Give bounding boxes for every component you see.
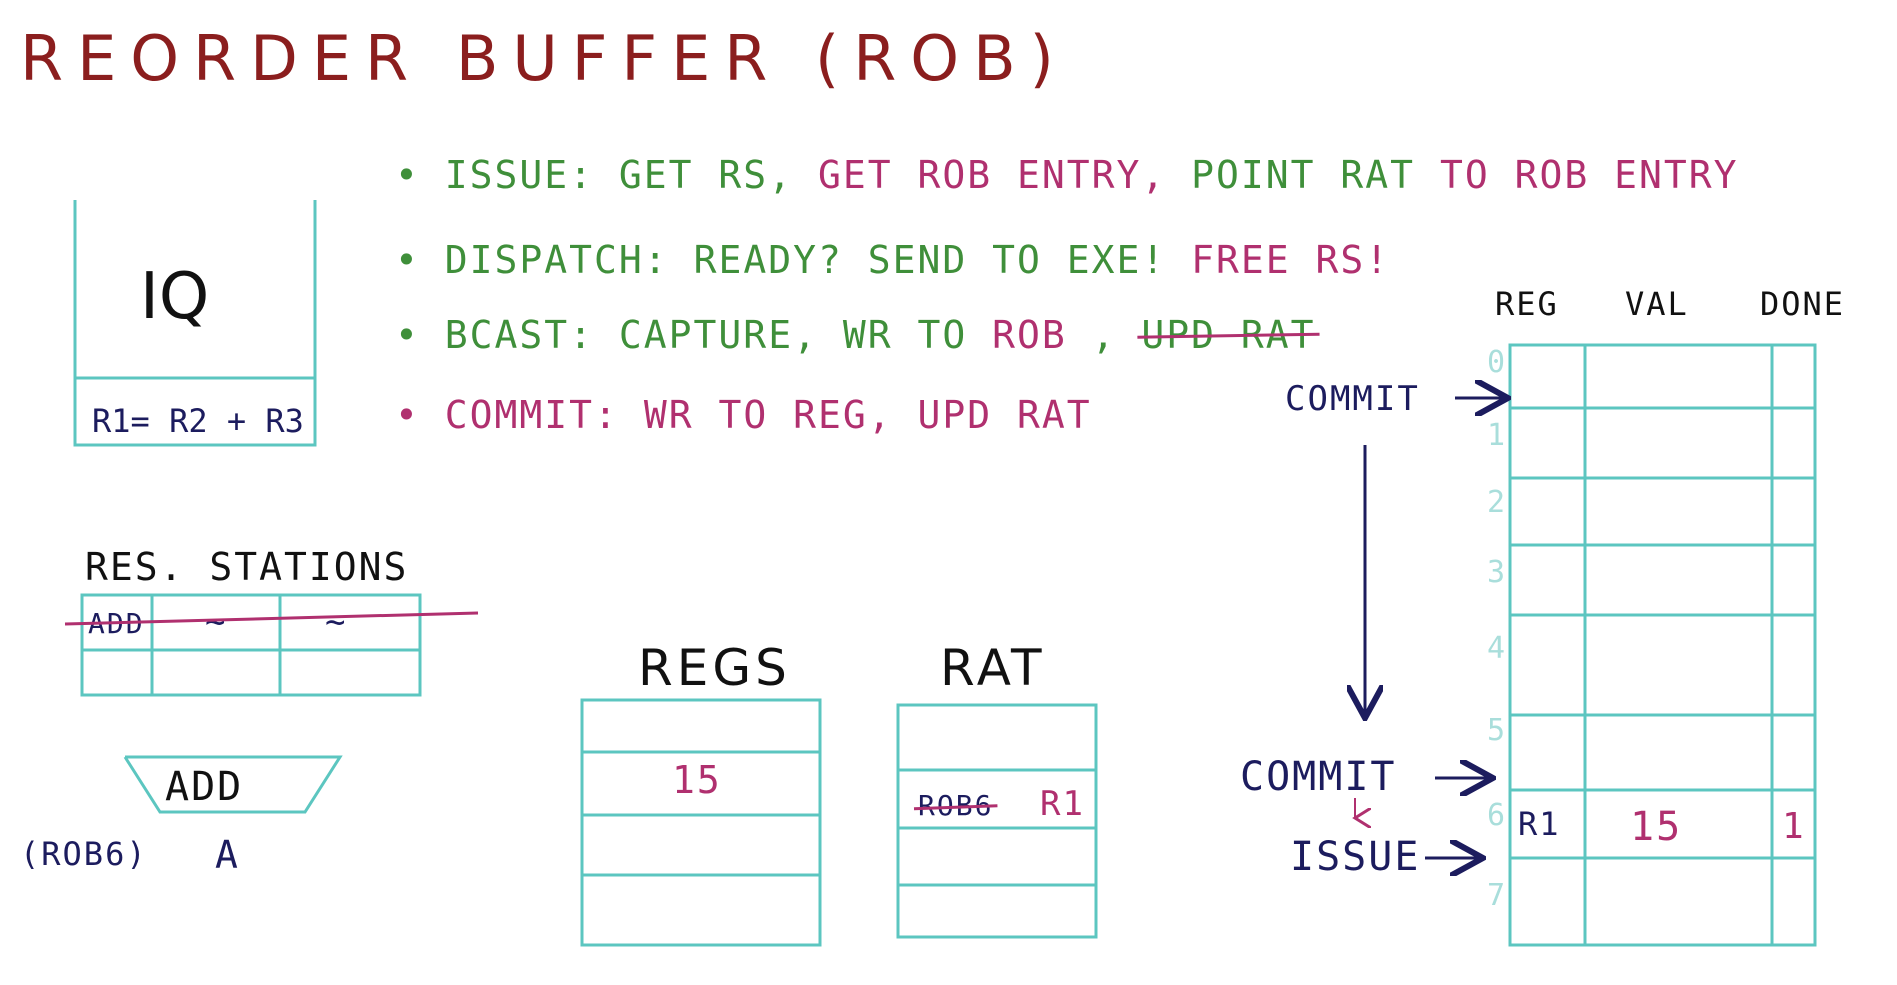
- iq-entry: R1= R2 + R3: [92, 402, 304, 440]
- rs-entry-3: ~: [325, 602, 347, 642]
- rob-slot-5: 5: [1487, 713, 1507, 748]
- reservation-stations: RES. STATIONS ADD ~ ~: [64, 545, 479, 697]
- step-dispatch: • DISPATCH: READY? SEND TO EXE! FREE RS!: [395, 238, 1390, 282]
- rat-value: R1: [1040, 784, 1085, 824]
- rat-table: RAT ROB6 R1: [896, 639, 1098, 939]
- iq-label: IQ: [140, 260, 209, 334]
- step-commit-name: COMMIT: [445, 393, 594, 437]
- regs-label: REGS: [638, 639, 791, 697]
- commit-pointer-old-label: COMMIT: [1285, 379, 1420, 419]
- rob-slot-4: 4: [1487, 631, 1507, 666]
- rs-strikethrough: [64, 611, 479, 626]
- rat-strikethrough: [913, 804, 998, 811]
- iq-box: IQ R1= R2 + R3: [73, 200, 317, 447]
- step-issue-part1: GET RS,: [619, 153, 793, 197]
- rob-entry6-val: 15: [1630, 804, 1682, 850]
- rob-slot-6: 6: [1487, 798, 1507, 833]
- rob-entry6-reg: R1: [1518, 805, 1561, 843]
- step-issue-name: ISSUE: [445, 153, 569, 197]
- step-dispatch-part2: FREE RS!: [1191, 238, 1390, 282]
- rob-slot-3: 3: [1487, 555, 1507, 590]
- step-dispatch-name: DISPATCH: [445, 238, 644, 282]
- board-title: REORDER BUFFER (ROB): [20, 22, 1068, 95]
- step-issue-part4: TO ROB ENTRY: [1440, 153, 1739, 197]
- rob-slot-1: 1: [1487, 418, 1507, 453]
- rob-slot-0: 0: [1487, 345, 1507, 380]
- add-unit-tag: (ROB6): [20, 835, 148, 873]
- step-commit-text: WR TO REG, UPD RAT: [644, 393, 1092, 437]
- step-commit: • COMMIT: WR TO REG, UPD RAT: [395, 393, 1092, 437]
- rob-table: REG VAL DONE 0 1 2 3 4 5 6 7 R1 15 1: [1487, 285, 1845, 947]
- regs-file: REGS 15: [580, 639, 822, 947]
- step-issue-part3: POINT RAT: [1191, 153, 1415, 197]
- step-bcast-name: BCAST: [445, 313, 569, 357]
- step-bcast: • BCAST: CAPTURE, WR TO ROB , UPD RAT: [395, 313, 1316, 357]
- step-issue: • ISSUE: GET RS, GET ROB ENTRY, POINT RA…: [395, 153, 1739, 197]
- regs-value: 15: [672, 758, 722, 802]
- step-issue-part2: GET ROB ENTRY,: [818, 153, 1166, 197]
- add-unit-result: A: [215, 833, 240, 877]
- step-bcast-part1: CAPTURE, WR TO: [619, 313, 967, 357]
- bcast-strikethrough: [1137, 332, 1320, 339]
- rob-header-val: VAL: [1625, 285, 1689, 323]
- rob-slot-7: 7: [1487, 878, 1507, 913]
- rob-pointers: COMMIT COMMIT ISSUE: [1240, 379, 1505, 880]
- rob-entry6-done: 1: [1782, 806, 1806, 847]
- res-stations-label: RES. STATIONS: [85, 545, 408, 589]
- commit-pointer-new-label: COMMIT: [1240, 754, 1397, 800]
- rs-entry-2: ~: [205, 602, 227, 642]
- step-list: • ISSUE: GET RS, GET ROB ENTRY, POINT RA…: [395, 153, 1739, 437]
- rat-label: RAT: [940, 639, 1046, 697]
- step-bcast-part2: ROB: [992, 313, 1067, 357]
- issue-pointer-label: ISSUE: [1290, 834, 1420, 880]
- add-unit: ADD (ROB6) A: [20, 755, 343, 877]
- rob-header-done: DONE: [1760, 285, 1845, 323]
- step-dispatch-part1: READY? SEND TO EXE!: [694, 238, 1167, 282]
- rob-header-reg: REG: [1495, 285, 1559, 323]
- rob-slot-2: 2: [1487, 485, 1507, 520]
- add-unit-label: ADD: [165, 764, 243, 810]
